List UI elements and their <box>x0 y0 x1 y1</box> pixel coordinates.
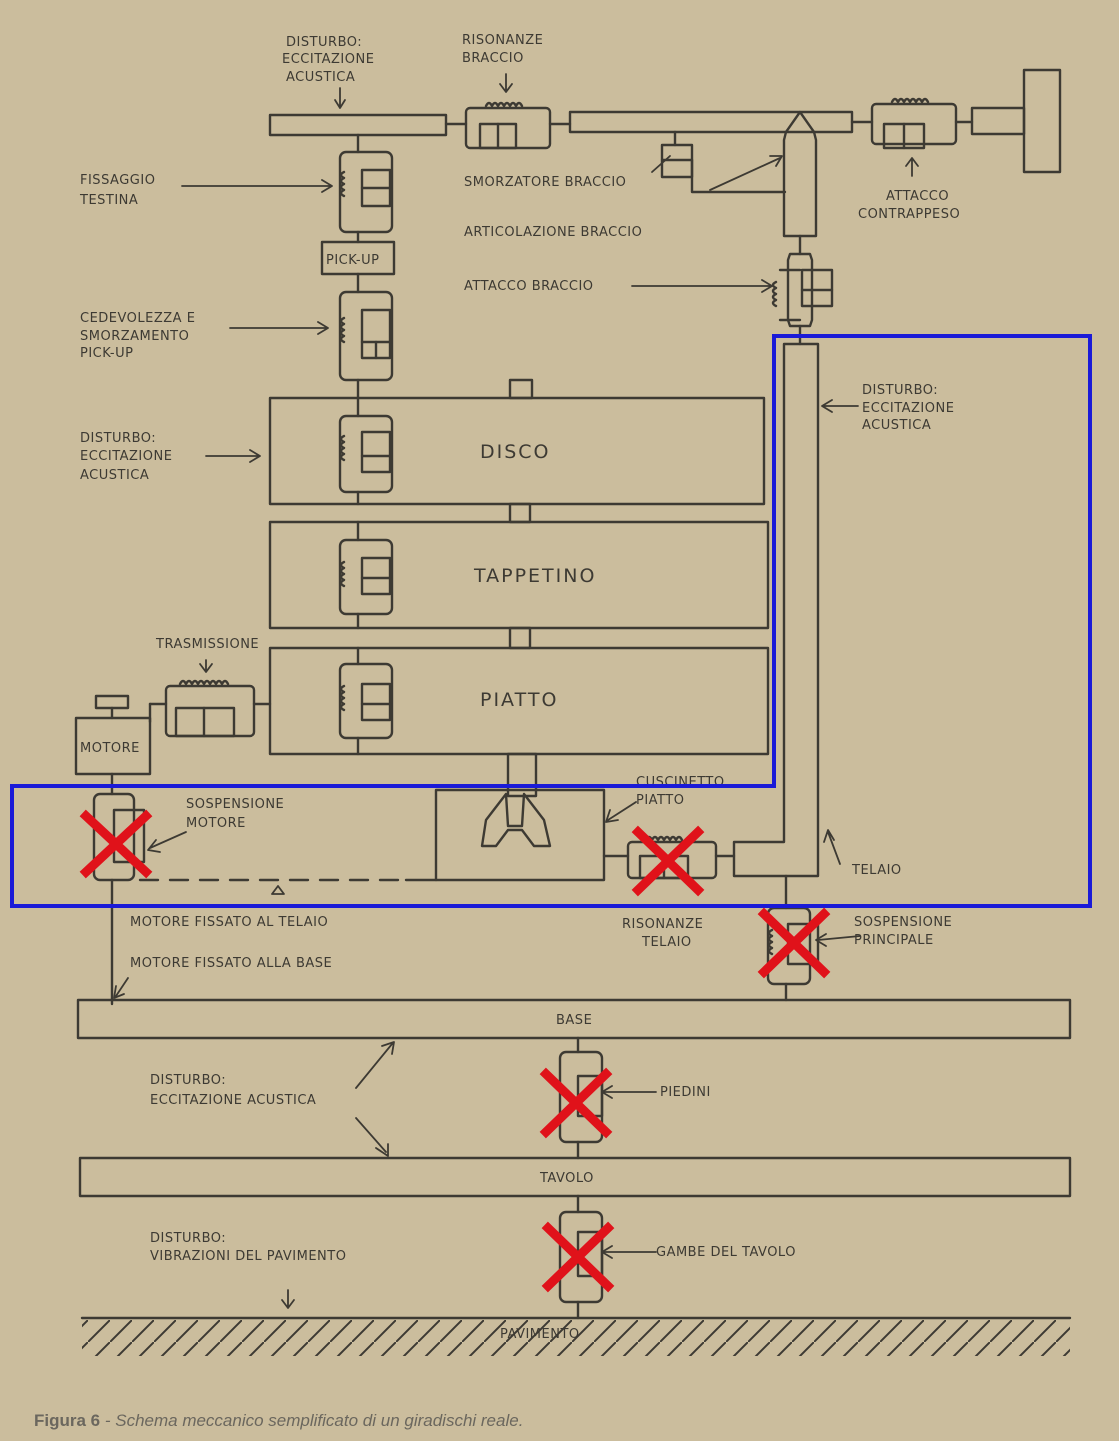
label-disturbo-floor-2: VIBRAZIONI DEL PAVIMENTO <box>150 1249 346 1264</box>
label-piedini: PIEDINI <box>660 1085 711 1100</box>
label-eccitazione-top: ECCITAZIONE <box>282 52 374 67</box>
cross-mark-motor-suspension <box>79 809 153 879</box>
label-disturbo-left-1: DISTURBO: <box>80 431 156 446</box>
label-cedevolezza-3: PICK-UP <box>80 346 133 361</box>
figure-caption: Figura 6 - Schema meccanico semplificato… <box>34 1411 523 1430</box>
spindle-top <box>508 378 534 400</box>
label-fissaggio-1: FISSAGGIO <box>80 173 155 188</box>
label-base: BASE <box>556 1013 592 1028</box>
label-risonanze-telaio-2: TELAIO <box>641 935 692 950</box>
cross-mark-chassis-resonance <box>631 825 705 897</box>
tonearm-bar <box>568 110 854 134</box>
label-fissaggio-2: TESTINA <box>79 193 138 208</box>
label-cuscinetto-2: PIATTO <box>636 793 684 808</box>
caption-text: Schema meccanico semplificato di un gira… <box>115 1411 523 1430</box>
bearing-block <box>434 788 606 882</box>
label-acustica-top: ACUSTICA <box>286 70 355 85</box>
counterweight <box>1022 68 1062 174</box>
label-risonanze-telaio-1: RISONANZE <box>622 917 703 932</box>
label-motore: MOTORE <box>80 741 140 756</box>
motor-pulley <box>94 694 130 710</box>
label-pavimento: PAVIMENTO <box>500 1327 580 1342</box>
label-disturbo-left-2: ECCITAZIONE <box>80 449 172 464</box>
label-sospensione-principale-1: SOSPENSIONE <box>854 915 952 930</box>
removed-element-marks <box>79 809 831 1293</box>
label-sospensione-principale-2: PRINCIPALE <box>854 933 934 948</box>
label-risonanze-braccio-1: RISONANZE <box>462 33 543 48</box>
headshell-bar <box>268 113 448 137</box>
mat-element <box>338 520 394 630</box>
arm-mount-element <box>771 252 834 328</box>
label-attacco-contrappeso-2: CONTRAPPESO <box>858 207 960 222</box>
transmission-element <box>148 679 272 738</box>
label-sospensione-motore-2: MOTORE <box>186 816 246 831</box>
label-attacco-braccio: ATTACCO BRACCIO <box>464 279 594 294</box>
caption-separator: - <box>100 1411 115 1430</box>
platter-element <box>338 646 394 756</box>
label-disturbo-floor-1: DISTURBO: <box>150 1231 226 1246</box>
arm-resonance-element <box>464 101 552 150</box>
label-pick-up: PICK-UP <box>326 253 379 268</box>
tavolo-bar <box>78 1156 1072 1198</box>
label-telaio: TELAIO <box>851 863 902 878</box>
spindle-shaft <box>506 752 538 798</box>
label-tavolo: TAVOLO <box>539 1171 594 1186</box>
label-disturbo-right-2: ECCITAZIONE <box>862 401 954 416</box>
label-attacco-contrappeso-1: ATTACCO <box>886 189 949 204</box>
label-disco: DISCO <box>480 441 551 463</box>
floor-hatching <box>82 1320 1070 1356</box>
label-disturbo-left-3: ACUSTICA <box>80 468 149 483</box>
label-disturbo-right-3: ACUSTICA <box>862 418 931 433</box>
label-disturbo-top: DISTURBO: <box>286 35 362 50</box>
counterweight-coupling <box>870 97 958 150</box>
arm-damper <box>660 130 787 194</box>
label-disturbo-right-1: DISTURBO: <box>862 383 938 398</box>
bearing-cup <box>480 792 552 848</box>
label-disturbo-base-1: DISTURBO: <box>150 1073 226 1088</box>
label-tappetino: TAPPETINO <box>473 565 596 587</box>
label-disturbo-base-2: ECCITAZIONE ACUSTICA <box>150 1093 316 1108</box>
headshell-mount-element <box>338 150 394 234</box>
label-trasmissione: TRASMISSIONE <box>155 637 259 652</box>
label-gambe-tavolo: GAMBE DEL TAVOLO <box>656 1245 796 1260</box>
cross-mark-main-suspension <box>757 907 831 979</box>
disc-element <box>338 396 394 506</box>
label-cedevolezza-1: CEDEVOLEZZA E <box>80 311 195 326</box>
label-smorzatore-braccio: SMORZATORE BRACCIO <box>464 175 626 190</box>
label-risonanze-braccio-2: BRACCIO <box>462 51 524 66</box>
caption-prefix: Figura 6 <box>34 1411 100 1430</box>
telaio-frame <box>732 342 820 878</box>
counterweight-stem <box>970 106 1026 136</box>
label-motore-fissato-telaio: MOTORE FISSATO AL TELAIO <box>130 915 328 930</box>
label-piatto: PIATTO <box>480 689 558 711</box>
cross-mark-feet <box>539 1067 613 1139</box>
label-articolazione-braccio: ARTICOLAZIONE BRACCIO <box>464 225 642 240</box>
highlight-outline <box>10 334 1092 908</box>
label-cedevolezza-2: SMORZAMENTO <box>80 329 189 344</box>
diagram-labels: DISTURBO: ECCITAZIONE ACUSTICA RISONANZE… <box>79 33 960 1342</box>
cross-mark-table-legs <box>541 1221 615 1293</box>
pickup-compliance-element <box>338 290 394 382</box>
arm-pivot <box>782 110 818 238</box>
label-sospensione-motore-1: SOSPENSIONE <box>186 797 284 812</box>
annotation-arrows <box>113 73 919 1309</box>
label-motore-fissato-base: MOTORE FISSATO ALLA BASE <box>130 956 332 971</box>
base-bar <box>76 998 1072 1040</box>
